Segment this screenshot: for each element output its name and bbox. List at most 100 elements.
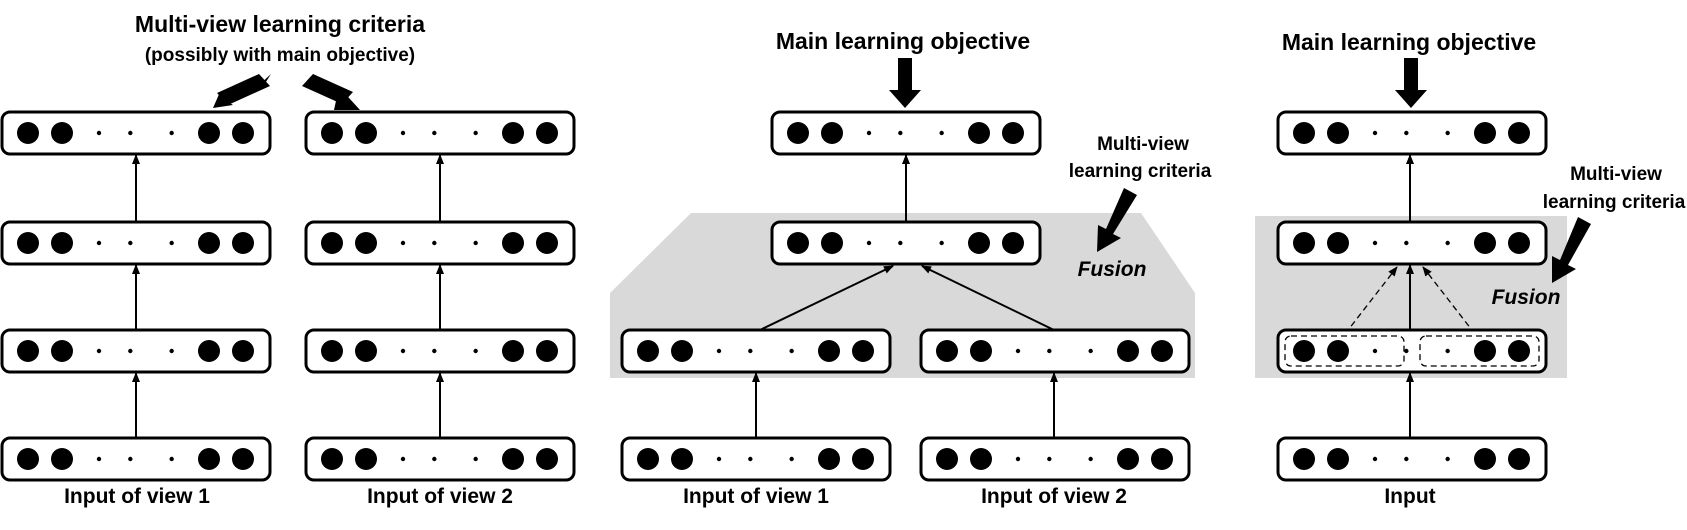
neuron	[818, 340, 840, 362]
neuron	[51, 122, 73, 144]
neuron	[198, 340, 220, 362]
neuron	[1002, 232, 1024, 254]
neuron	[936, 448, 958, 470]
ellipsis-dot	[1015, 456, 1021, 462]
ellipsis-dot	[432, 456, 437, 462]
neuron	[536, 122, 558, 144]
ellipsis-dot	[1404, 456, 1409, 462]
neuron	[198, 122, 220, 144]
ellipsis-dot	[200, 456, 206, 462]
layer-a-view2-4	[304, 110, 576, 156]
ellipsis-dot	[473, 456, 478, 462]
big-arrow-objective-c	[1395, 58, 1427, 108]
neuron	[1293, 122, 1315, 144]
panel-b-fusion: Fusion	[1078, 258, 1147, 281]
big-arrow-criteria-c	[1552, 217, 1591, 283]
ellipsis-dot	[820, 348, 826, 354]
layer-box-outline	[0, 220, 272, 266]
ellipsis-dot	[1476, 130, 1482, 136]
neuron	[502, 122, 524, 144]
layer-box-outline	[304, 110, 576, 156]
layer-a-view1-3	[0, 220, 272, 266]
neuron	[355, 122, 377, 144]
neuron	[1117, 448, 1139, 470]
ellipsis-dot	[96, 130, 102, 136]
arrow-c-view1	[1344, 266, 1398, 335]
arrow-b-merge-1	[759, 265, 894, 331]
panel-b-criteria-line1: Multi-view	[1097, 134, 1189, 155]
neuron	[198, 448, 220, 470]
panel-a-input-label-2: Input of view 2	[367, 485, 513, 508]
panel-a-title: Multi-view learning criteria	[135, 11, 425, 37]
ellipsis-dot	[716, 456, 722, 462]
ellipsis-dot	[789, 348, 794, 354]
ellipsis-dot	[866, 240, 872, 246]
neuron	[355, 340, 377, 362]
neuron	[1508, 340, 1530, 362]
big-arrow-right-head	[334, 87, 360, 110]
layer-a-view1-2	[0, 328, 272, 374]
neuron	[936, 340, 958, 362]
ellipsis-dot	[748, 456, 753, 462]
neuron	[1327, 448, 1349, 470]
neuron	[1327, 122, 1349, 144]
neuron	[17, 122, 39, 144]
neuron	[321, 340, 343, 362]
ellipsis-dot	[1445, 348, 1450, 354]
neuron	[1151, 448, 1173, 470]
ellipsis-dot	[96, 348, 102, 354]
neuron	[536, 232, 558, 254]
ellipsis-dot	[1119, 456, 1125, 462]
neuron	[821, 122, 843, 144]
ellipsis-dot	[473, 130, 478, 136]
big-arrow-objective-b	[889, 58, 921, 108]
ellipsis-dot	[1372, 130, 1378, 136]
neuron	[821, 232, 843, 254]
ellipsis-dot	[504, 240, 510, 246]
ellipsis-dot	[400, 130, 406, 136]
ellipsis-dot	[939, 240, 944, 246]
panel-c-criteria-line1: Multi-view	[1570, 164, 1662, 185]
ellipsis-dot	[432, 240, 437, 246]
ellipsis-dot	[169, 240, 174, 246]
ellipsis-dot	[1476, 456, 1482, 462]
ellipsis-dot	[400, 348, 406, 354]
ellipsis-dot	[400, 240, 406, 246]
layer-a-view1-1	[0, 436, 272, 482]
panel-c-objective: Main learning objective	[1282, 29, 1536, 55]
neuron	[232, 340, 254, 362]
ellipsis-dot	[1372, 456, 1378, 462]
ellipsis-dot	[169, 348, 174, 354]
layer-boxes	[0, 110, 1548, 482]
neuron	[1293, 448, 1315, 470]
neuron	[1508, 122, 1530, 144]
ellipsis-dot	[748, 348, 753, 354]
panel-c-input-label: Input	[1384, 485, 1435, 508]
arrow-c-view2	[1422, 266, 1476, 335]
ellipsis-dot	[1372, 348, 1378, 354]
neuron	[321, 232, 343, 254]
ellipsis-dot	[504, 348, 510, 354]
big-arrow-left-shaft	[217, 74, 270, 105]
layer-c-top	[1276, 110, 1548, 156]
ellipsis-dot	[970, 240, 976, 246]
ellipsis-dot	[432, 348, 437, 354]
layer-c-input	[1276, 436, 1548, 482]
view-group-1	[1284, 335, 1405, 367]
layer-b-fusion	[770, 220, 1042, 266]
layer-box-outline	[0, 328, 272, 374]
ellipsis-dot	[1372, 240, 1378, 246]
neuron	[852, 340, 874, 362]
ellipsis-dot	[1047, 348, 1052, 354]
ellipsis-dot	[1445, 456, 1450, 462]
ellipsis-dot	[789, 456, 794, 462]
neuron	[51, 340, 73, 362]
neuron	[818, 448, 840, 470]
ellipsis-dot	[1119, 348, 1125, 354]
ellipsis-dot	[96, 456, 102, 462]
neuron	[232, 232, 254, 254]
neuron	[968, 232, 990, 254]
neuron	[637, 448, 659, 470]
ellipsis-dot	[128, 348, 133, 354]
